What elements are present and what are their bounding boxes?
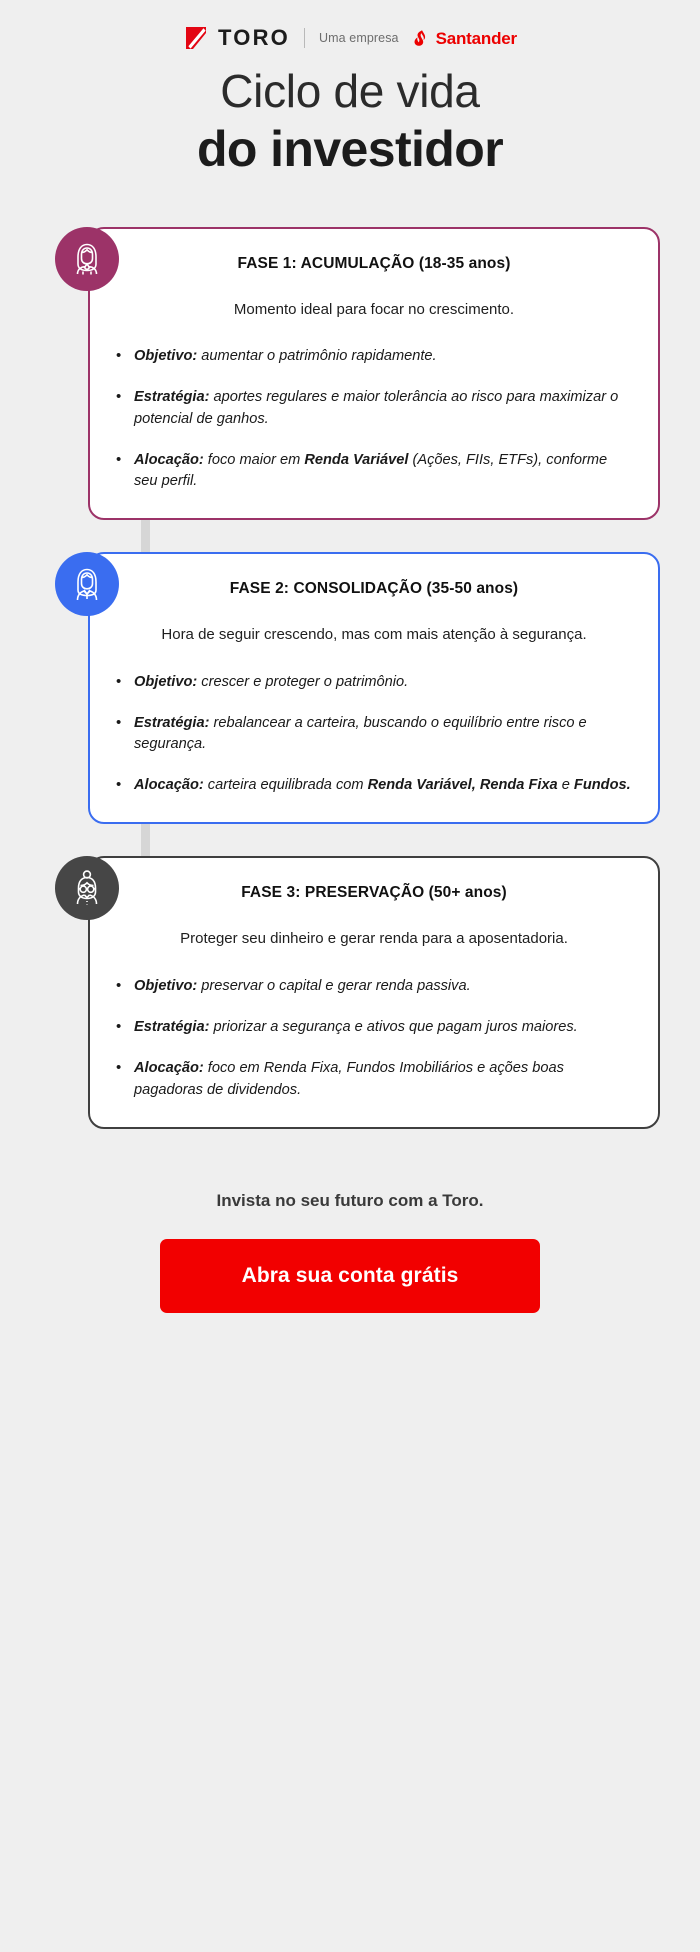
- bullet-label: Objetivo:: [134, 978, 198, 995]
- list-item: Objetivo: aumentar o patrimônio rapidame…: [116, 345, 632, 367]
- phase-3: FASE 3: PRESERVAÇÃO (50+ anos) Proteger …: [0, 856, 700, 1129]
- santander-wordmark: Santander: [435, 28, 518, 48]
- bullet-label: Alocação:: [134, 1060, 204, 1077]
- bullet-emphasis: Renda Variável: [304, 451, 409, 468]
- bullet-emphasis: Renda Variável, Renda Fixa: [367, 777, 558, 794]
- list-item: Objetivo: crescer e proteger o patrimôni…: [116, 671, 632, 693]
- phase-3-bullets: Objetivo: preservar o capital e gerar re…: [116, 975, 632, 1101]
- brand-header: TORO Uma empresa Santander: [0, 0, 700, 49]
- toro-logo: TORO: [183, 25, 290, 51]
- phase-1-lead: Momento ideal para focar no crescimento.: [233, 300, 515, 318]
- bullet-text: rebalancear a carteira, buscando o equil…: [134, 714, 587, 753]
- santander-logo: Santander: [413, 29, 517, 47]
- bullet-text: priorizar a segurança e ativos que pagam…: [209, 1019, 578, 1036]
- footer-tagline: Invista no seu futuro com a Toro.: [216, 1190, 484, 1210]
- bullet-text: foco em Renda Fixa, Fundos Imobiliários …: [134, 1060, 564, 1098]
- bullet-label: Estratégia:: [134, 1019, 210, 1036]
- phase-2-heading: FASE 2: CONSOLIDAÇÃO (35-50 anos): [229, 580, 519, 598]
- list-item: Alocação: foco em Renda Fixa, Fundos Imo…: [116, 1057, 632, 1100]
- phase-3-card: FASE 3: PRESERVAÇÃO (50+ anos) Proteger …: [88, 856, 660, 1129]
- bullet-text: crescer e proteger o patrimônio.: [197, 673, 409, 690]
- toro-wordmark: TORO: [218, 25, 290, 50]
- phase-3-lead: Proteger seu dinheiro e gerar renda para…: [180, 930, 568, 948]
- bullet-text: aumentar o patrimônio rapidamente.: [197, 348, 437, 365]
- phase-2: FASE 2: CONSOLIDAÇÃO (35-50 anos) Hora d…: [0, 552, 700, 825]
- phase-3-heading: FASE 3: PRESERVAÇÃO (50+ anos): [241, 884, 507, 902]
- list-item: Alocação: carteira equilibrada com Renda…: [116, 774, 632, 796]
- open-account-button[interactable]: Abra sua conta grátis: [160, 1238, 540, 1313]
- bullet-text: aportes regulares e maior tolerância ao …: [134, 389, 619, 427]
- list-item: Objetivo: preservar o capital e gerar re…: [116, 975, 632, 997]
- brand-tagline: Uma empresa: [319, 31, 399, 45]
- bullet-text: foco maior em: [203, 451, 305, 468]
- bullet-label: Objetivo:: [134, 348, 198, 365]
- bullet-text: carteira equilibrada com: [203, 777, 368, 794]
- young-woman-avatar-icon: [55, 226, 119, 291]
- title-line-1: Ciclo de vida: [220, 65, 480, 117]
- list-item: Alocação: foco maior em Renda Variável (…: [116, 449, 632, 492]
- footer-cta-section: Invista no seu futuro com a Toro. Abra s…: [0, 1191, 700, 1369]
- phase-1-bullets: Objetivo: aumentar o patrimônio rapidame…: [116, 345, 632, 492]
- list-item: Estratégia: rebalancear a carteira, busc…: [116, 712, 632, 755]
- elderly-woman-avatar-icon: [55, 856, 119, 921]
- phase-2-card: FASE 2: CONSOLIDAÇÃO (35-50 anos) Hora d…: [88, 552, 660, 825]
- phases-timeline: FASE 1: ACUMULAÇÃO (18-35 anos) Momento …: [0, 226, 700, 1161]
- phase-2-lead: Hora de seguir crescendo, mas com mais a…: [161, 626, 587, 644]
- bullet-label: Alocação:: [134, 777, 204, 794]
- bullet-label: Estratégia:: [134, 389, 210, 406]
- bullet-label: Estratégia:: [134, 714, 210, 731]
- santander-flame-icon: [414, 30, 425, 46]
- list-item: Estratégia: priorizar a segurança e ativ…: [116, 1016, 632, 1038]
- bullet-label: Alocação:: [134, 451, 204, 468]
- phase-1-heading: FASE 1: ACUMULAÇÃO (18-35 anos): [237, 254, 511, 272]
- bullet-label: Objetivo:: [134, 673, 198, 690]
- bullet-text-tail: e: [557, 777, 574, 794]
- phase-1-card: FASE 1: ACUMULAÇÃO (18-35 anos) Momento …: [88, 226, 660, 521]
- bullet-text-tail: (Ações, FIIs, ETFs), conforme seu perfil…: [134, 451, 608, 489]
- toro-flag-icon: [186, 27, 207, 49]
- page-title: Ciclo de vida do investidor: [0, 65, 700, 179]
- brand-divider: [304, 28, 305, 48]
- bullet-emphasis-2: Fundos.: [573, 777, 631, 794]
- adult-woman-avatar-icon: [55, 552, 119, 617]
- title-line-2: do investidor: [196, 120, 504, 177]
- list-item: Estratégia: aportes regulares e maior to…: [116, 386, 632, 429]
- bullet-text: preservar o capital e gerar renda passiv…: [197, 978, 471, 995]
- phase-1: FASE 1: ACUMULAÇÃO (18-35 anos) Momento …: [0, 226, 700, 521]
- phase-2-bullets: Objetivo: crescer e proteger o patrimôni…: [116, 671, 632, 797]
